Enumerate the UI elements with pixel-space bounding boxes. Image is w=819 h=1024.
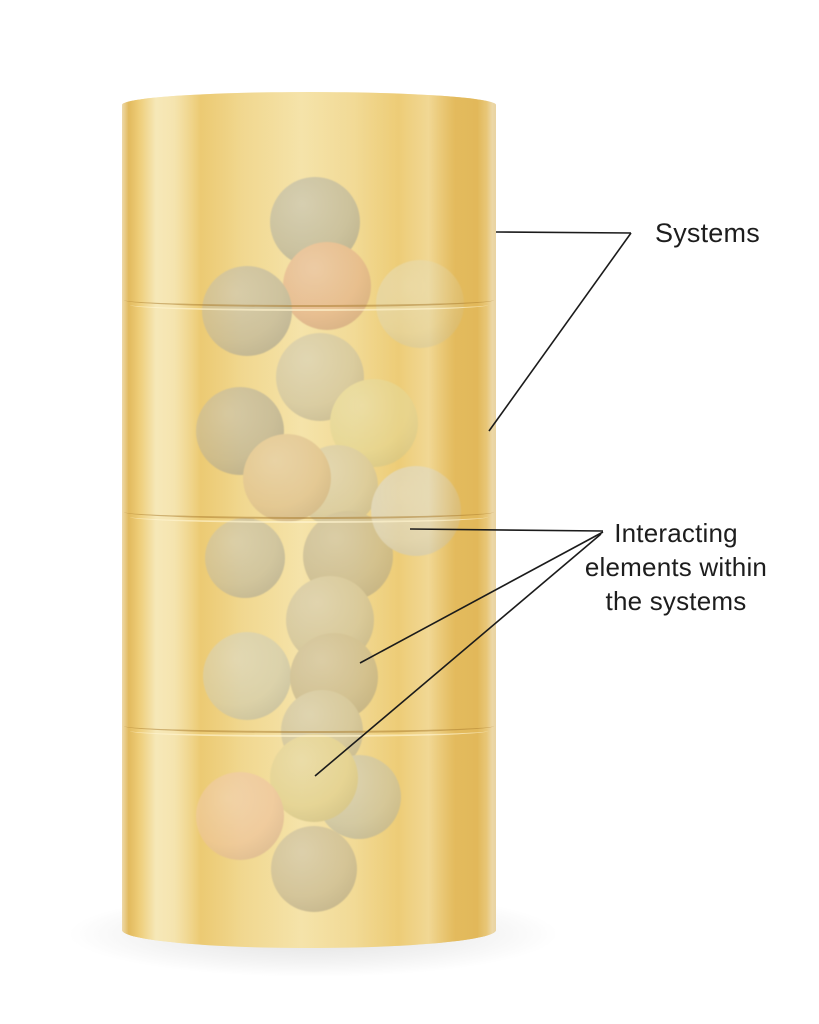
interacting-label-line-1: Interacting — [614, 518, 738, 548]
leader-line — [495, 231, 632, 234]
leader-line — [488, 232, 632, 432]
interacting-elements-label: Interacting elements within the systems — [560, 516, 792, 618]
stacked-cylinder — [122, 92, 496, 948]
interacting-label-line-3: the systems — [605, 586, 747, 616]
segment-divider — [124, 724, 494, 737]
interacting-label-line-2: elements within — [584, 552, 768, 582]
systems-label: Systems — [655, 218, 760, 248]
segment-divider — [124, 510, 494, 523]
segment-divider — [124, 298, 494, 311]
